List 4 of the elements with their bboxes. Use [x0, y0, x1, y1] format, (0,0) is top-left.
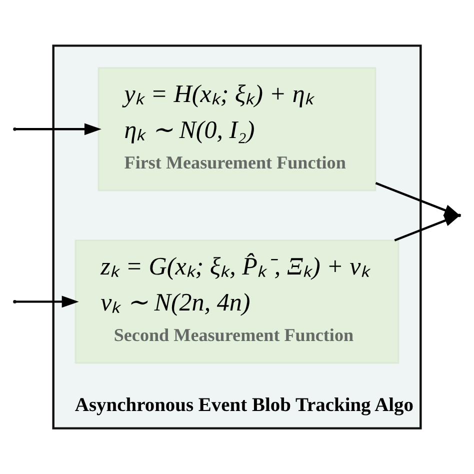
node-box: zₖ = G(xₖ; ξₖ, P̂ₖ⁻, Ξₖ) + vₖ vₖ ∼ N(2n, 4n) Second Measurement Function: [74, 240, 400, 364]
arrow: [16, 123, 102, 136]
arrow: [16, 296, 79, 308]
node-box: yₖ = H(xₖ; ξₖ) + ηₖ ηₖ ∼ N(0, I₂) First Measurement Function: [98, 67, 376, 192]
